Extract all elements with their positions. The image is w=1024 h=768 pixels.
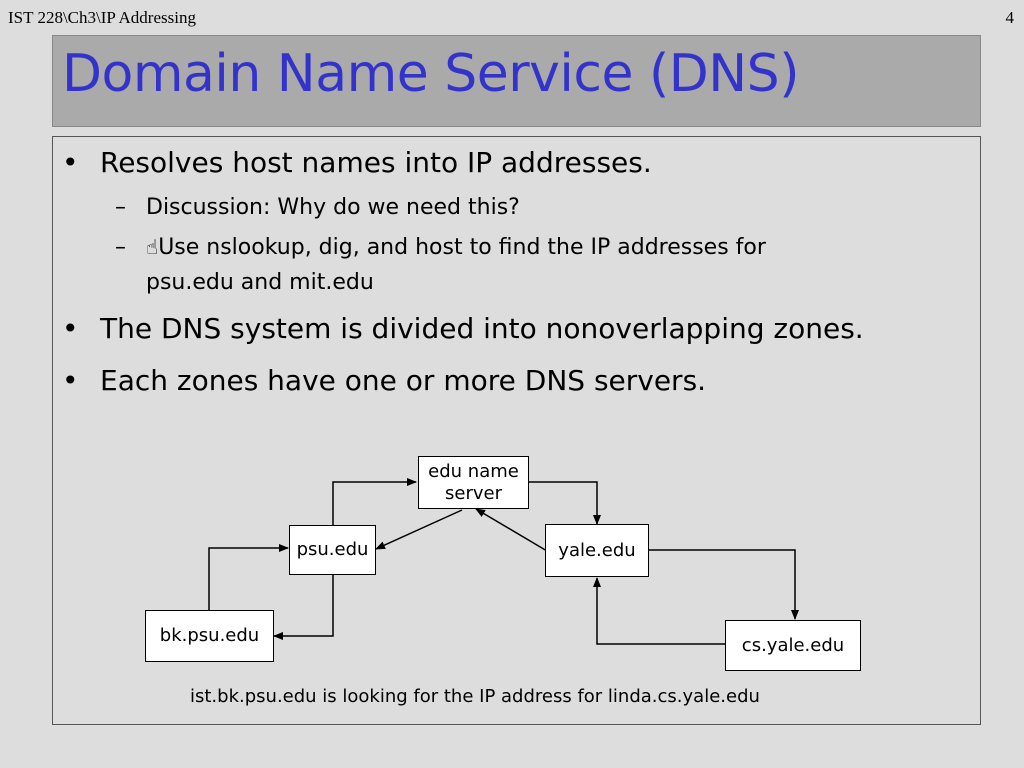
arrow-bkpsu-to-psu (208, 544, 289, 610)
bullet-3: Each zones have one or more DNS servers. (100, 364, 707, 397)
arrow-edu-to-yale (529, 481, 601, 525)
arrow-yale-to-csyale (649, 549, 799, 620)
arrow-edu-to-psu (375, 509, 463, 550)
hand-pointer-icon: ☝ (146, 235, 159, 259)
node-edu-line2: server (445, 482, 502, 504)
bullet-1: Resolves host names into IP addresses. (100, 146, 652, 179)
content-area (52, 136, 981, 725)
diagram-caption: ist.bk.psu.edu is looking for the IP add… (190, 686, 760, 707)
sub-bullet-2-cont: psu.edu and mit.edu (146, 270, 374, 295)
dash-marker: – (115, 195, 126, 220)
arrow-psu-to-edu (332, 478, 417, 525)
node-psu-edu: psu.edu (289, 525, 376, 575)
bullet-marker: • (62, 364, 79, 397)
node-cs-yale-edu: cs.yale.edu (725, 620, 861, 671)
arrow-psu-to-bkpsu (273, 575, 334, 640)
page-number: 4 (1005, 8, 1015, 27)
node-edu-name-server: edu name server (418, 456, 529, 509)
bullet-marker: • (62, 312, 79, 345)
bullet-2: The DNS system is divided into nonoverla… (100, 312, 864, 345)
sub-bullet-1: Discussion: Why do we need this? (146, 195, 520, 220)
bullet-marker: • (62, 146, 79, 179)
sub-bullet-2: ☝Use nslookup, dig, and host to find the… (146, 235, 766, 260)
title-bar: Domain Name Service (DNS) (52, 35, 981, 127)
sub-bullet-2-text: Use nslookup, dig, and host to find the … (158, 235, 766, 260)
node-edu-line1: edu name (428, 460, 519, 482)
dash-marker: – (115, 235, 126, 260)
arrow-yale-to-edu (475, 508, 548, 552)
header-path: IST 228\Ch3\IP Addressing (8, 8, 196, 27)
node-yale-edu: yale.edu (545, 524, 649, 577)
arrow-csyale-to-yale (593, 577, 725, 645)
node-bk-psu-edu: bk.psu.edu (145, 610, 274, 662)
slide-title: Domain Name Service (DNS) (62, 44, 799, 104)
